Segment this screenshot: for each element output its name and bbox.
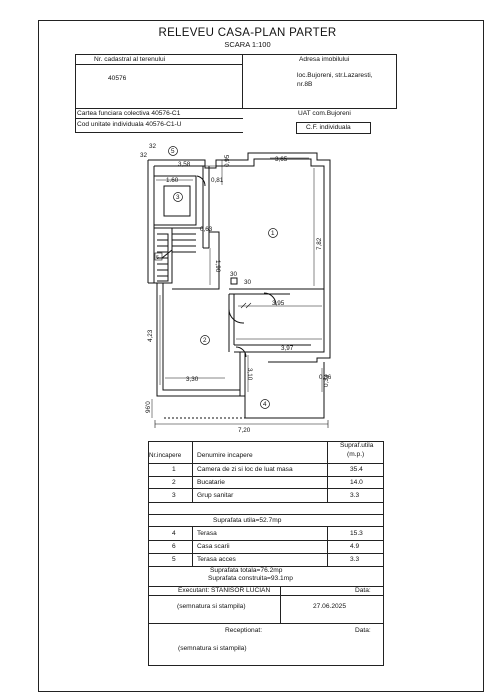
col-header-area-1: Supraf.utila (340, 442, 374, 449)
date-value: 27.06.2025 (313, 603, 347, 610)
dim-397: 3,97 (281, 345, 294, 352)
room-row-nr: 3 (172, 492, 176, 499)
room-row-name: Terasa acces (197, 556, 236, 563)
room-row-name: Bucatarie (197, 479, 225, 486)
dim-423: 4,23 (147, 329, 154, 342)
room-row-nr: 4 (172, 530, 176, 537)
room-row-area: 3.3 (350, 492, 360, 499)
address-line-2: nr.8B (297, 81, 313, 88)
room-row-nr: 6 (172, 543, 176, 550)
dim-033: 0,33 (323, 374, 330, 387)
page-border (38, 20, 484, 692)
date-label: Data: (355, 587, 371, 594)
room-row-area: 14.0 (350, 479, 363, 486)
document-title: RELEVEU CASA-PLAN PARTER (158, 27, 337, 39)
room-label-1: 1 (271, 230, 275, 237)
dim-30-b: 30 (244, 279, 252, 286)
room-row-area: 35.4 (350, 466, 363, 473)
dim-782: 7,82 (316, 237, 323, 250)
dim-365: 3,65 (275, 156, 288, 163)
scale-label: SCARA 1:100 (224, 40, 271, 49)
cf-individual: C.F. individuala (306, 124, 351, 131)
dim-720: 7,20 (238, 427, 251, 434)
room-label-6: 6 (156, 255, 159, 261)
address-label: Adresa imobilului (299, 56, 350, 63)
room-row-nr: 2 (172, 479, 176, 486)
dim-190: 1,90 (214, 260, 221, 273)
dim-310: 3,10 (246, 368, 253, 381)
cadastral-label: Nr. cadastral al terenului (94, 56, 166, 63)
cf-collective: Cartea funciara colectiva 40576-C1 (77, 110, 181, 117)
room-label-4: 4 (263, 401, 267, 408)
room-row-name: Casa scarii (197, 543, 230, 550)
room-row-area: 15.3 (350, 530, 363, 537)
dim-330: 3,30 (186, 376, 199, 383)
dim-036: 0,36 (319, 374, 332, 381)
receptionat-label: Receptionat: (225, 627, 263, 634)
dim-095: 0,95 (224, 154, 231, 167)
room-label-3: 3 (176, 194, 180, 201)
floor-plan: 32 32 3,58 0,95 3,65 1.60 0,81 7,82 0,63… (140, 143, 332, 434)
dim-358: 3,58 (178, 161, 191, 168)
col-header-name: Denumire incapere (197, 452, 253, 459)
room-row-area: 3.3 (350, 556, 360, 563)
col-header-area-2: (m.p.) (347, 451, 365, 458)
cadastral-value: 40576 (108, 75, 127, 82)
room-row-name: Terasa (197, 530, 217, 537)
room-label-2: 2 (203, 337, 207, 344)
dim-096: 96'0 (145, 401, 152, 413)
dim-32-b: 32 (140, 152, 148, 159)
executant-label: Executant: STANISOR LUCIAN (178, 587, 271, 594)
built-area: Suprafata construita=93.1mp (208, 575, 293, 582)
dim-081: 0,81 (211, 177, 224, 184)
uat-label: UAT com.Bujoreni (298, 110, 351, 117)
total-area: Suprafata totala=76.2mp (210, 567, 283, 574)
dim-395: 3,95 (272, 300, 285, 307)
date-label-2: Data: (355, 627, 371, 634)
signature-placeholder-1: (semnatura si stampila) (177, 603, 246, 610)
room-label-5: 5 (171, 148, 175, 155)
unit-code: Cod unitate individuala 40576-C1-U (77, 121, 182, 128)
col-header-nr: Nr.incapere (149, 452, 182, 459)
room-row-name: Camera de zi si loc de luat masa (197, 466, 293, 473)
signature-placeholder-2: (semnatura si stampila) (178, 645, 247, 652)
dim-30-a: 30 (230, 271, 238, 278)
room-row-name: Grup sanitar (197, 492, 234, 499)
dim-32-a: 32 (149, 143, 157, 150)
dim-063: 0,63 (200, 226, 213, 233)
room-row-nr: 1 (172, 466, 176, 473)
room-row-nr: 5 (172, 556, 176, 563)
dim-160: 1.60 (166, 177, 179, 184)
address-line-1: loc.Bujoreni, str.Lazaresti, (297, 72, 373, 79)
room-row-area: 4.9 (350, 543, 360, 550)
useful-area-total: Suprafata utila=52.7mp (213, 517, 282, 524)
